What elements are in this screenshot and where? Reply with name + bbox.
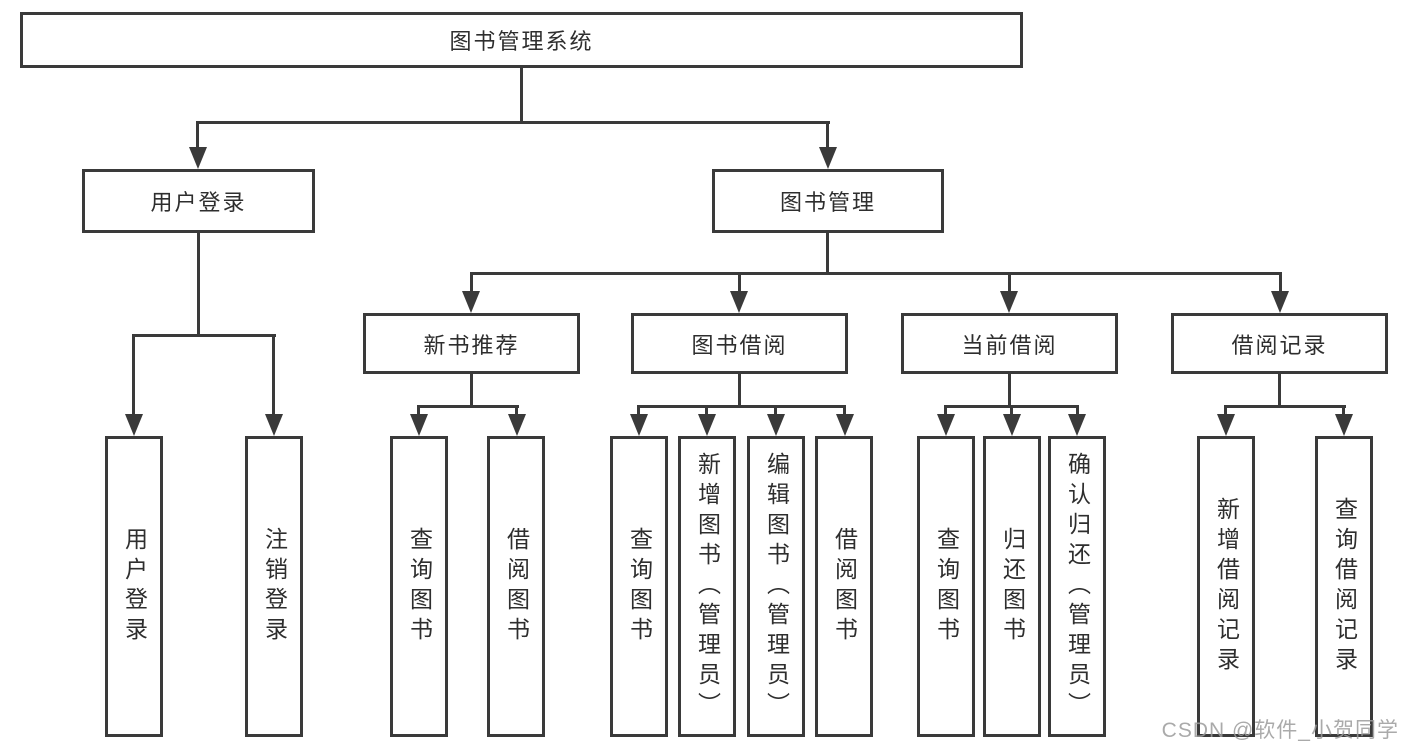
node-new-book-recommend: 新书推荐	[363, 313, 580, 374]
connector-line	[470, 272, 473, 294]
connector-line	[1278, 372, 1281, 408]
leaf-add-books-admin: 新增图书（管理员）	[678, 436, 736, 737]
leaf-query-books-3: 查询图书	[917, 436, 975, 737]
arrowhead	[730, 291, 748, 313]
arrowhead	[1068, 414, 1086, 436]
arrowhead	[1000, 291, 1018, 313]
leaf-borrow-books-2: 借阅图书	[815, 436, 873, 737]
connector-line	[1224, 405, 1227, 417]
arrowhead	[767, 414, 785, 436]
leaf-add-borrow-record: 新增借阅记录	[1197, 436, 1255, 737]
connector-line	[843, 405, 846, 417]
leaf-logout: 注销登录	[245, 436, 303, 737]
connector-line	[470, 272, 1282, 275]
connector-line	[520, 66, 523, 124]
arrowhead	[1217, 414, 1235, 436]
arrowhead	[1271, 291, 1289, 313]
connector-line	[272, 334, 275, 417]
connector-line	[417, 405, 420, 417]
connector-line	[197, 231, 200, 337]
connector-line	[515, 405, 518, 417]
arrowhead	[462, 291, 480, 313]
arrowhead	[937, 414, 955, 436]
connector-line	[417, 405, 519, 408]
arrowhead	[410, 414, 428, 436]
node-book-management: 图书管理	[712, 169, 944, 233]
leaf-user-login: 用户登录	[105, 436, 163, 737]
connector-line	[826, 231, 829, 275]
arrowhead	[125, 414, 143, 436]
leaf-borrow-books-1: 借阅图书	[487, 436, 545, 737]
connector-line	[196, 121, 830, 124]
connector-line	[1224, 405, 1346, 408]
connector-line	[1342, 405, 1345, 417]
connector-line	[738, 372, 741, 408]
arrowhead	[1335, 414, 1353, 436]
leaf-confirm-return-admin: 确认归还（管理员）	[1048, 436, 1106, 737]
node-book-borrow: 图书借阅	[631, 313, 848, 374]
connector-line	[1008, 372, 1011, 408]
arrowhead	[836, 414, 854, 436]
node-current-borrow: 当前借阅	[901, 313, 1118, 374]
connector-line	[1279, 272, 1282, 294]
node-root: 图书管理系统	[20, 12, 1023, 68]
connector-line	[1008, 272, 1011, 294]
connector-line	[132, 334, 135, 417]
connector-line	[944, 405, 947, 417]
connector-line	[1076, 405, 1079, 417]
connector-line	[705, 405, 708, 417]
leaf-edit-books-admin: 编辑图书（管理员）	[747, 436, 805, 737]
connector-line	[196, 121, 199, 151]
connector-line	[132, 334, 276, 337]
leaf-return-books: 归还图书	[983, 436, 1041, 737]
connector-line	[637, 405, 640, 417]
connector-line	[826, 121, 829, 151]
arrowhead	[265, 414, 283, 436]
connector-line	[470, 372, 473, 408]
leaf-query-borrow-record: 查询借阅记录	[1315, 436, 1373, 737]
arrowhead	[819, 147, 837, 169]
connector-line	[774, 405, 777, 417]
arrowhead	[630, 414, 648, 436]
arrowhead	[698, 414, 716, 436]
node-borrow-records: 借阅记录	[1171, 313, 1388, 374]
leaf-query-books-1: 查询图书	[390, 436, 448, 737]
arrowhead	[1003, 414, 1021, 436]
connector-line	[637, 405, 846, 408]
connector-line	[738, 272, 741, 294]
node-user-login: 用户登录	[82, 169, 315, 233]
leaf-query-books-2: 查询图书	[610, 436, 668, 737]
arrowhead	[189, 147, 207, 169]
arrowhead	[508, 414, 526, 436]
watermark: CSDN @软件_小贺同学	[1161, 719, 1399, 742]
connector-line	[1010, 405, 1013, 417]
